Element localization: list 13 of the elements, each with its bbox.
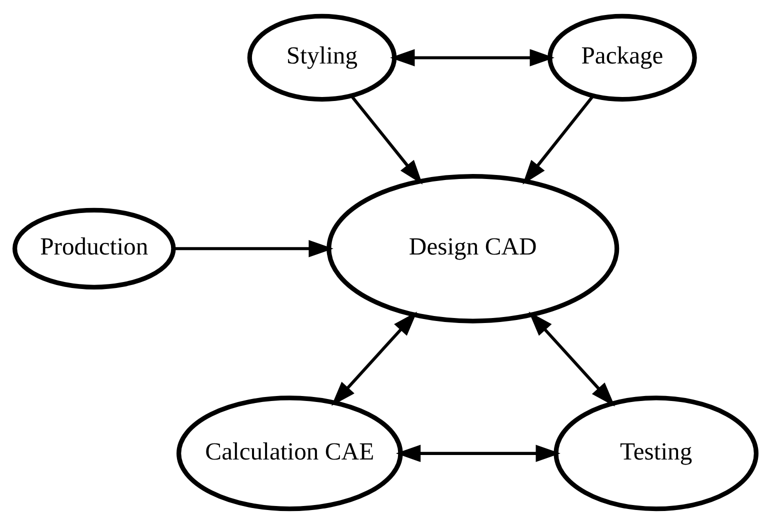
arrow: [350, 94, 423, 184]
node-ellipse: Testing: [554, 395, 758, 511]
arrow: [174, 240, 334, 257]
arrow: [396, 444, 560, 462]
node-ellipse: Design CAD: [326, 173, 620, 323]
node-ellipse: Production: [12, 207, 176, 289]
arrow: [331, 311, 418, 406]
node-ellipse: Package: [548, 13, 697, 102]
arrow: [522, 94, 594, 184]
node-ellipse: Styling: [247, 13, 397, 102]
node-ellipse: Calculation CAE: [176, 395, 403, 511]
arrow: [390, 48, 554, 66]
arrow: [528, 311, 615, 406]
